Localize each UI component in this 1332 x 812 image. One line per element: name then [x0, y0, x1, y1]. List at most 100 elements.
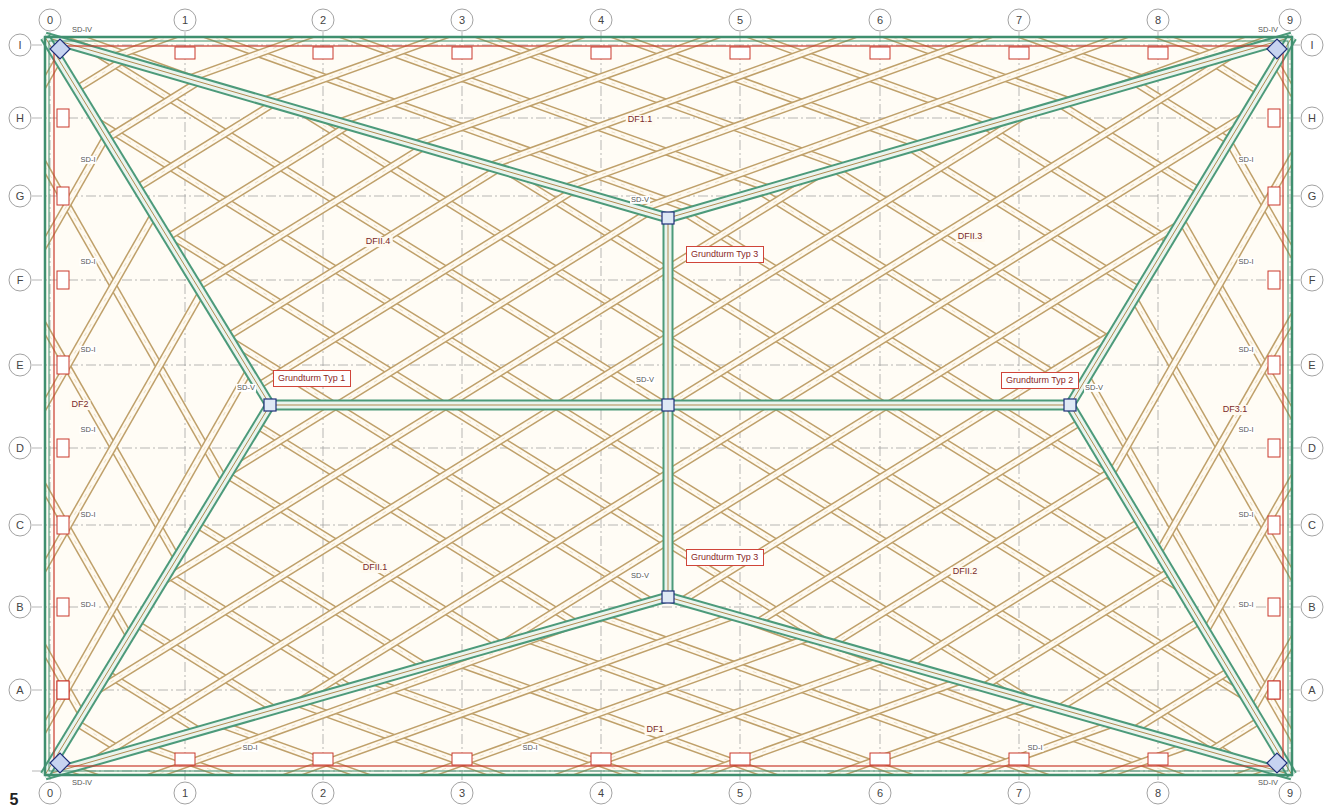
grid-bubble	[39, 782, 61, 804]
beam-axis	[0, 792, 1332, 812]
ridge-girder	[1070, 37, 1292, 405]
glulam-beam	[0, 0, 1332, 682]
glulam-beam	[0, 0, 1332, 147]
glulam-beam	[0, 743, 1332, 812]
grid-axis-label: 7	[1016, 787, 1022, 799]
member-tag: SD-I	[80, 511, 97, 519]
beam-axis	[0, 130, 1332, 812]
grid-bubble	[9, 514, 31, 536]
grid-bubble	[1008, 782, 1030, 804]
corner-node	[1267, 753, 1287, 773]
support-pad	[175, 753, 195, 765]
glulam-beam	[0, 130, 1332, 812]
beam-axis	[0, 88, 1332, 812]
glulam-beam	[0, 0, 1332, 147]
glulam-beam	[0, 156, 1332, 636]
grid-axis-label: A	[16, 684, 23, 696]
member-tag: SD-I	[1238, 426, 1255, 434]
glulam-beam	[0, 0, 1332, 147]
roof-panel-label: DF1	[644, 725, 665, 735]
grid-bubble	[729, 782, 751, 804]
beam-axis	[0, 607, 1332, 812]
support-pad	[1009, 753, 1029, 765]
grid-bubble	[39, 9, 61, 31]
grid-axis-label: F	[17, 274, 24, 286]
member-tag: SD-IV	[1257, 26, 1279, 34]
glulam-beam	[0, 743, 1332, 812]
beam-axis	[0, 792, 1332, 812]
roof-panel-label: DFII.2	[951, 567, 980, 577]
grid-bubble	[9, 34, 31, 56]
support-pad	[313, 753, 333, 765]
grid-axis-label: 7	[1016, 14, 1022, 26]
glulam-beam	[0, 792, 1332, 812]
callout-text: Grundturm Typ 1	[278, 373, 346, 383]
callout-text: Grundturm Typ 2	[1006, 375, 1074, 385]
member-tag: SD-V	[236, 384, 256, 392]
glulam-beam	[0, 0, 1332, 682]
ridge-girder	[45, 37, 270, 405]
glulam-beam	[0, 0, 1332, 68]
support-pad	[1268, 356, 1280, 374]
support-pad	[1268, 681, 1280, 699]
grid-axis-label: C	[1308, 519, 1316, 531]
roof-panel-label: DFII.4	[364, 237, 393, 247]
beam-axis	[0, 733, 1332, 812]
glulam-beam	[0, 0, 1332, 196]
ridge-girder	[45, 405, 270, 775]
grid-bubble	[174, 782, 196, 804]
grid-bubble	[451, 782, 473, 804]
member-tag: SD-IV	[71, 779, 93, 787]
grid-axis-label: G	[16, 190, 25, 202]
glulam-beam	[0, 88, 1332, 812]
beam-axis	[0, 61, 1332, 812]
beam-axis	[0, 0, 1332, 645]
ridge-axis	[45, 405, 270, 775]
support-pad	[57, 271, 69, 289]
grid-axis-label: I	[1310, 39, 1313, 51]
grid-bubble	[312, 9, 334, 31]
member-tag: SD-I	[1238, 258, 1255, 266]
grid-axis-label: 3	[459, 787, 465, 799]
support-pad	[313, 47, 333, 59]
glulam-beam	[0, 0, 1332, 147]
glulam-beam	[0, 694, 1332, 812]
grid-axis-label: B	[1308, 601, 1315, 613]
grid-bubble	[1301, 269, 1323, 291]
member-tag: SD-I	[1238, 156, 1255, 164]
beam-axis	[0, 733, 1332, 812]
ridge-axis	[1070, 405, 1292, 775]
grid-axis-label: E	[1308, 359, 1315, 371]
glulam-beam	[0, 156, 1332, 636]
glulam-beam	[0, 61, 1332, 812]
glulam-beam	[0, 694, 1332, 812]
member-tag: SD-I	[522, 744, 539, 752]
glulam-beam	[0, 733, 1332, 812]
glulam-beam	[0, 88, 1332, 812]
grid-bubble	[174, 9, 196, 31]
glulam-beam	[0, 0, 1332, 645]
beam-axis	[0, 743, 1332, 812]
